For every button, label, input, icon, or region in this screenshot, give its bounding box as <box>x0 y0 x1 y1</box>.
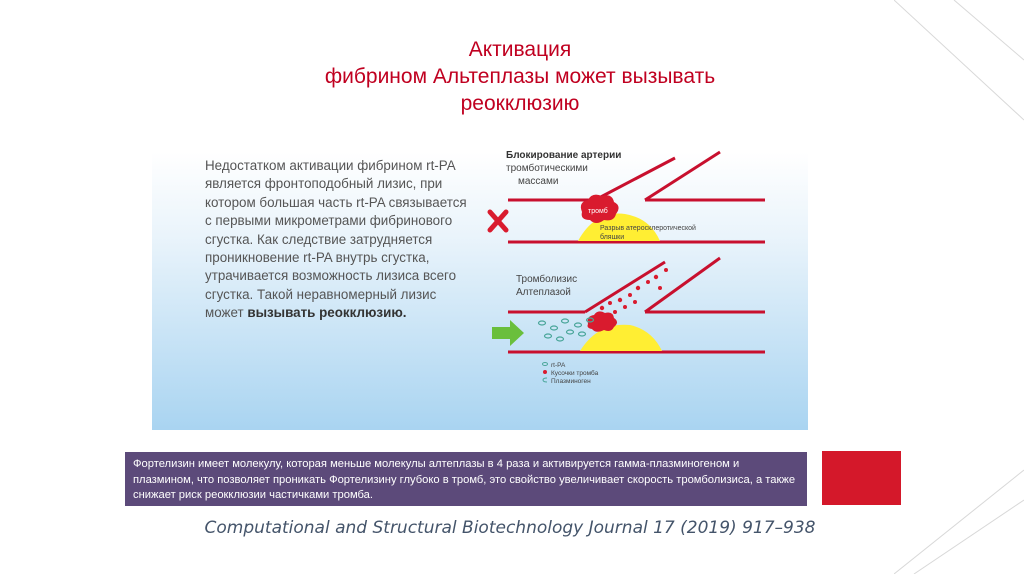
thrombolysis-diagram: тромб Разрыв атеросклеротической бляшки … <box>487 150 765 385</box>
legend: rt-PA Кусочки тромба Плазминоген <box>542 362 599 385</box>
slide-title: Активация фибрином Альтеплазы может вызы… <box>250 36 790 117</box>
thrombus-bottom <box>587 311 617 332</box>
explanation-plain: Недостатком активации фибрином rt-PA явл… <box>205 158 467 321</box>
plaque-label-line1: Разрыв атеросклеротической <box>600 224 696 232</box>
fortelysin-note: Фортелизин имеет молекулу, которая меньш… <box>125 452 807 506</box>
blocked-artery-label-2: тромботическими <box>506 162 588 174</box>
legend-label-rt-pa: rt-PA <box>551 362 566 369</box>
title-line-1: Активация <box>468 38 572 61</box>
accent-square <box>822 451 901 505</box>
rt-pa-molecules <box>537 317 595 342</box>
thrombus-pieces <box>599 268 668 314</box>
explanation-bold: вызывать реокклюзию. <box>247 305 407 321</box>
thrombolysis-label-1: Тромболизис <box>516 273 577 285</box>
rt-pa-icon <box>542 362 548 366</box>
citation: Computational and Structural Biotechnolo… <box>204 518 816 538</box>
flow-arrow-icon <box>492 320 524 346</box>
blocked-artery-label-3: массами <box>518 176 558 187</box>
thrombolysis-vessel <box>508 256 765 354</box>
thrombus-label: тромб <box>588 207 608 215</box>
blocked-cross-icon <box>487 209 509 233</box>
blocked-artery-vessel <box>508 150 765 244</box>
legend-label-thrombus-pieces: Кусочки тромба <box>551 369 599 377</box>
plasminogen-icon <box>542 377 548 383</box>
explanation-text: Недостатком активации фибрином rt-PA явл… <box>205 157 475 323</box>
blocked-artery-label: Блокирование артерии <box>506 150 621 161</box>
decorative-corner-lines <box>894 0 1024 574</box>
plaque-label-line2: бляшки <box>600 233 624 241</box>
thrombus-top <box>580 194 619 223</box>
title-line-2: фибрином Альтеплазы может вызывать <box>324 65 716 88</box>
thrombolysis-label-2: Алтеплазой <box>516 287 571 298</box>
legend-label-plasminogen: Плазминоген <box>551 378 591 385</box>
content-panel <box>152 152 808 430</box>
thrombus-piece-icon <box>543 370 547 374</box>
title-line-3: реокклюзию <box>460 92 580 115</box>
